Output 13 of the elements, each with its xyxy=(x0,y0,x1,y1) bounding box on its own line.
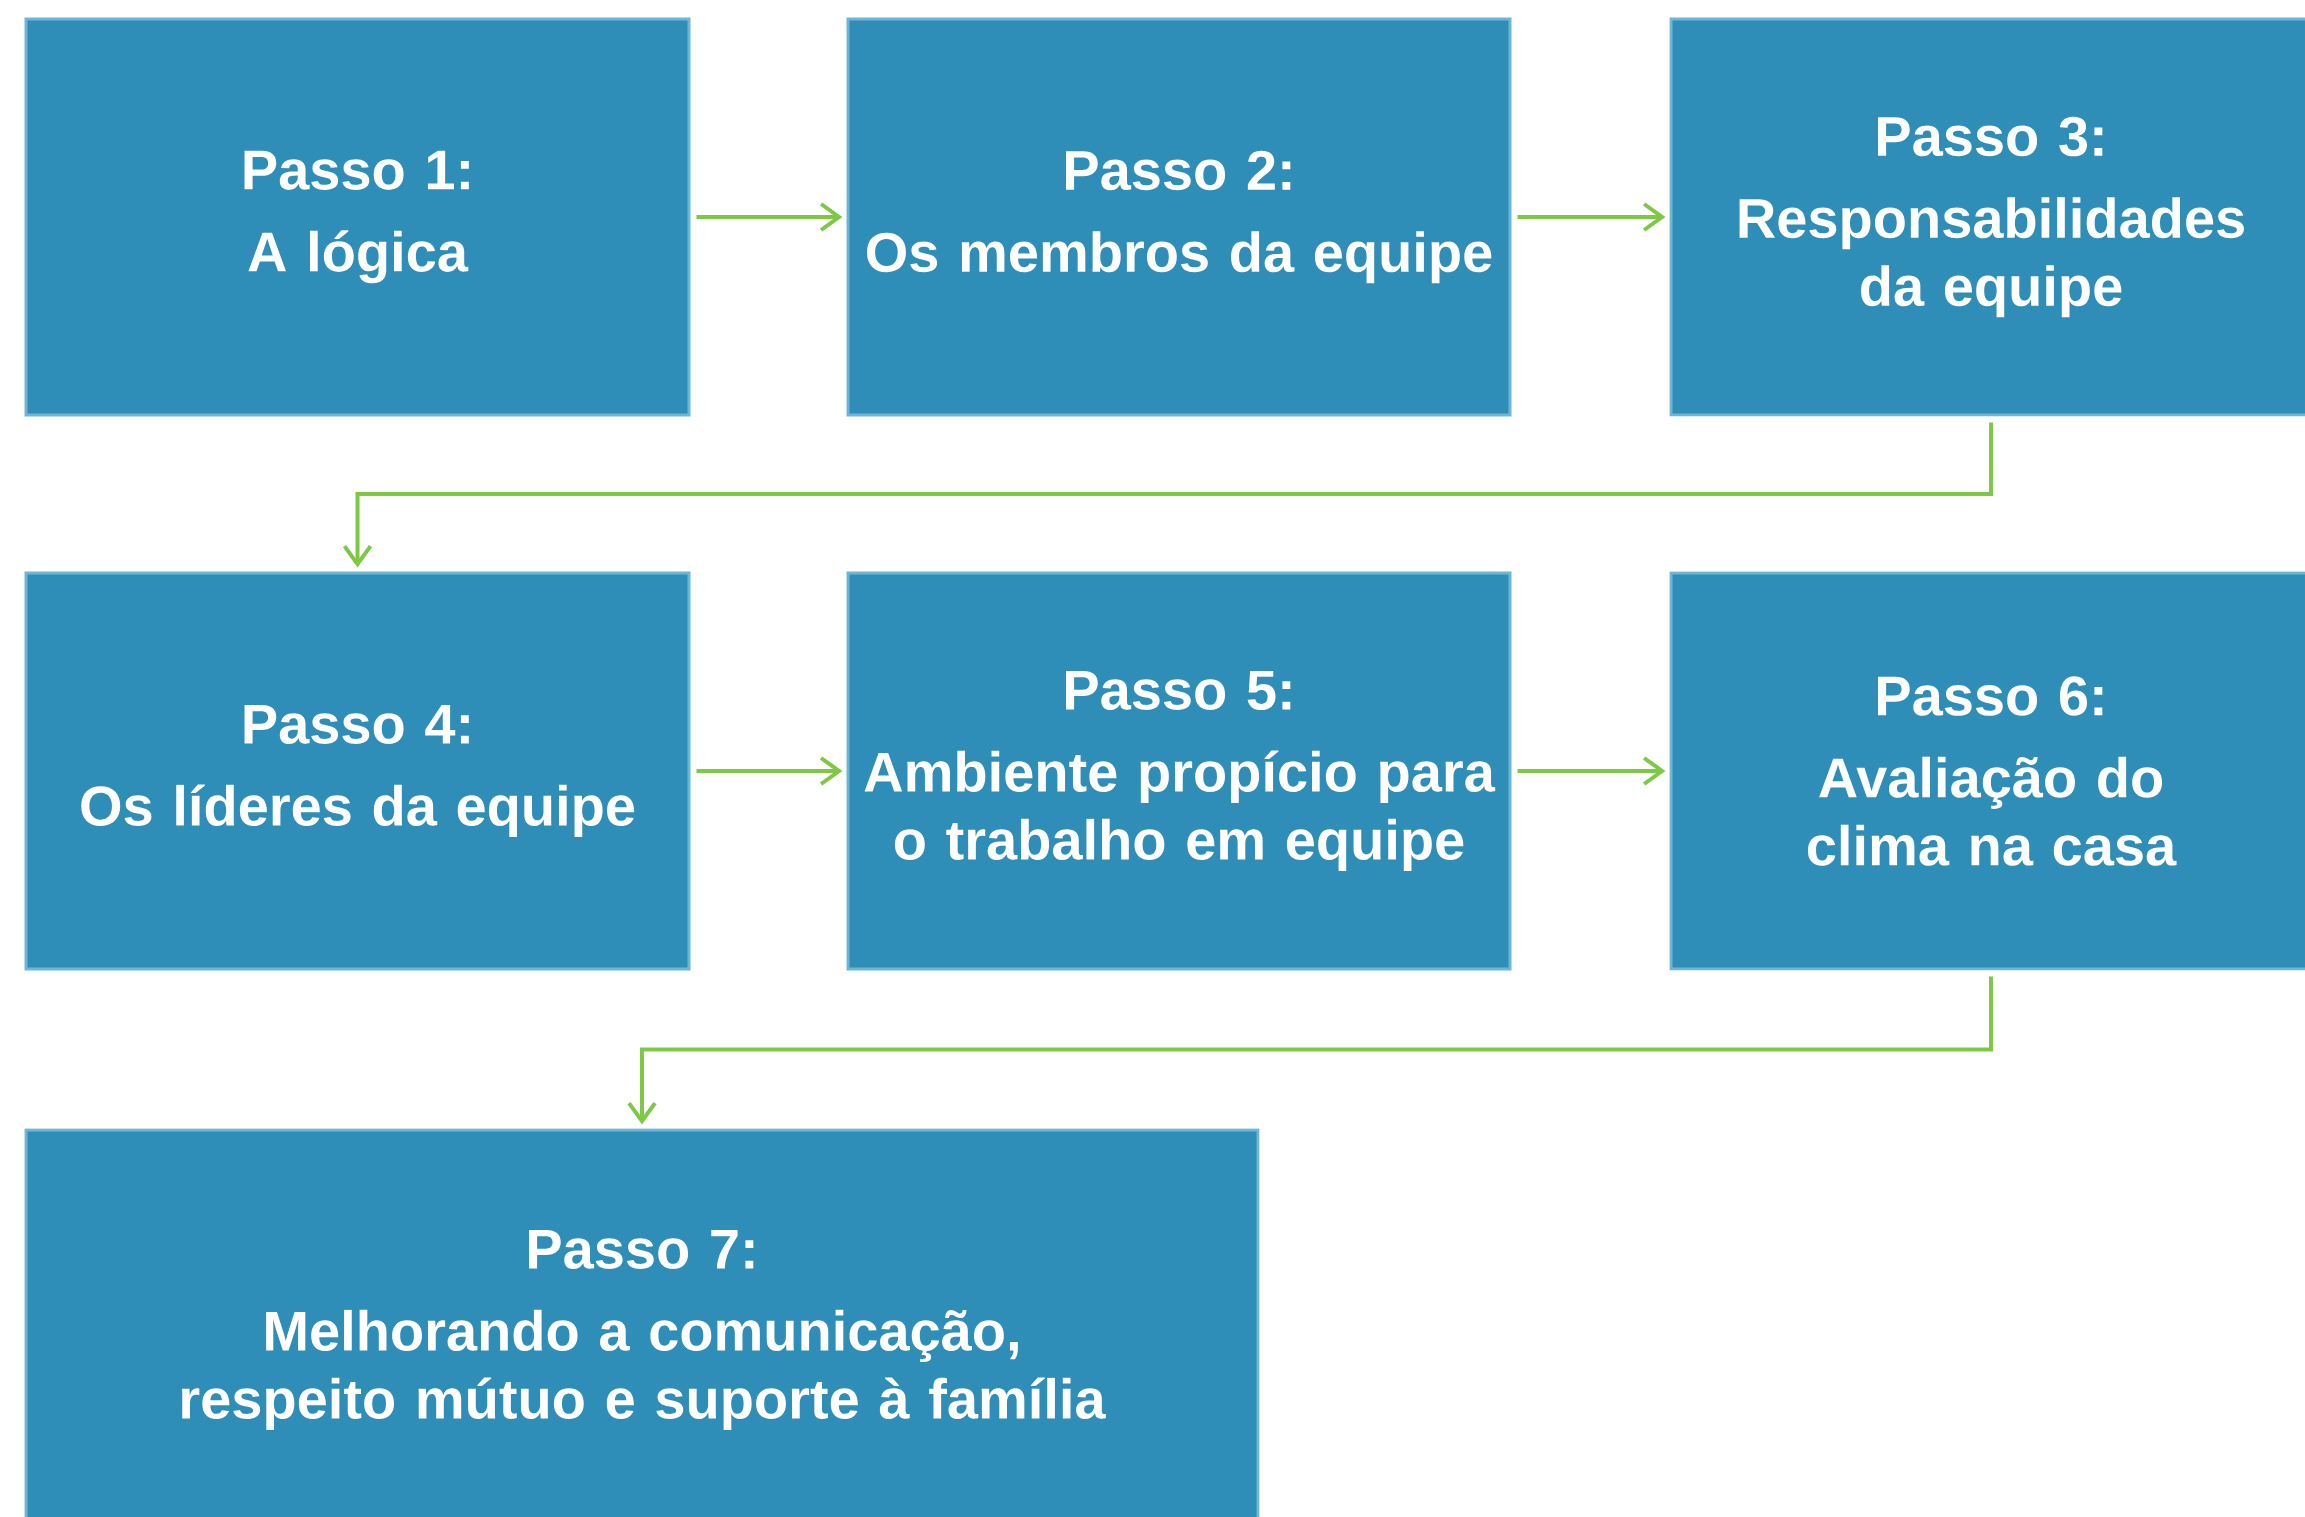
arrow xyxy=(342,422,1993,568)
arrow xyxy=(1517,202,1666,232)
arrow xyxy=(696,756,843,786)
process-box: Passo 1: A lógica xyxy=(24,17,691,417)
process-box: Passo 4: Os líderes da equipe xyxy=(24,571,691,971)
process-box: Passo 3: Responsabilidades da equipe xyxy=(1669,17,2305,417)
arrow xyxy=(1517,756,1666,786)
process-box: Passo 6: Avaliação do clima na casa xyxy=(1669,571,2305,971)
arrow xyxy=(696,202,843,232)
arrow xyxy=(627,976,1993,1125)
process-box: Passo 5: Ambiente propício para o trabalho em equipe xyxy=(846,571,1512,971)
process-box: Passo 2: Os membros da equipe xyxy=(846,17,1512,417)
process-box: Passo 7: Melhorando a comunicação, respeito mútuo e suporte à família xyxy=(24,1128,1260,1517)
